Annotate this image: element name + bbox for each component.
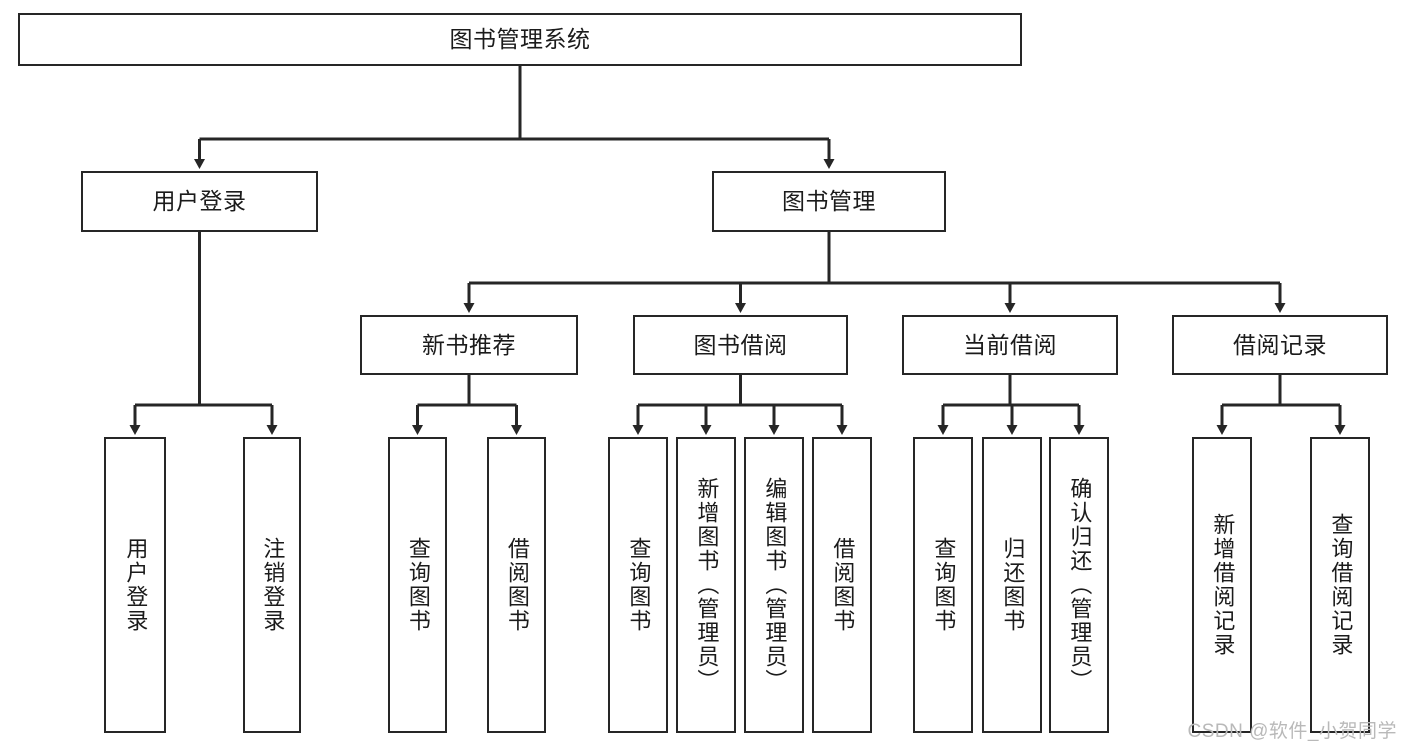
- node-borrow-record[interactable]: 借阅记录: [1172, 315, 1388, 375]
- node-leaf-edit-book-admin[interactable]: 编辑图书（管理员）: [744, 437, 804, 733]
- node-leaf-query-borrow-record[interactable]: 查询借阅记录: [1310, 437, 1370, 733]
- node-user-login[interactable]: 用户登录: [81, 171, 318, 232]
- node-leaf-confirm-return-admin[interactable]: 确认归还（管理员）: [1049, 437, 1109, 733]
- node-label: 当前借阅: [963, 331, 1057, 358]
- node-leaf-query-book-borrow[interactable]: 查询图书: [608, 437, 668, 733]
- node-label: 新书推荐: [422, 331, 516, 358]
- node-label: 图书借阅: [693, 331, 788, 358]
- node-leaf-borrow-book[interactable]: 借阅图书: [812, 437, 872, 733]
- node-label: 用户登录: [123, 537, 149, 633]
- node-leaf-query-book-cur[interactable]: 查询图书: [913, 437, 973, 733]
- node-leaf-add-borrow-record[interactable]: 新增借阅记录: [1192, 437, 1252, 733]
- node-book-borrow[interactable]: 图书借阅: [633, 315, 848, 375]
- node-label: 新增图书（管理员）: [694, 477, 720, 693]
- node-label: 借阅图书: [830, 537, 856, 633]
- node-label: 确认归还（管理员）: [1067, 477, 1093, 693]
- node-label: 编辑图书（管理员）: [762, 477, 788, 693]
- node-label: 图书管理系统: [449, 26, 591, 53]
- node-label: 查询图书: [931, 537, 957, 633]
- node-label: 新增借阅记录: [1210, 513, 1236, 657]
- node-label: 注销登录: [260, 537, 286, 633]
- node-leaf-add-book-admin[interactable]: 新增图书（管理员）: [676, 437, 736, 733]
- node-new-book-rec[interactable]: 新书推荐: [360, 315, 578, 375]
- node-book-manage[interactable]: 图书管理: [712, 171, 946, 232]
- node-leaf-user-login[interactable]: 用户登录: [104, 437, 166, 733]
- node-current-borrow[interactable]: 当前借阅: [902, 315, 1118, 375]
- node-leaf-query-book-rec[interactable]: 查询图书: [388, 437, 447, 733]
- node-label: 查询借阅记录: [1328, 513, 1354, 657]
- node-leaf-borrow-book-rec[interactable]: 借阅图书: [487, 437, 546, 733]
- node-label: 图书管理: [782, 188, 876, 215]
- node-leaf-user-logout[interactable]: 注销登录: [243, 437, 301, 733]
- node-label: 查询图书: [405, 537, 431, 633]
- node-root[interactable]: 图书管理系统: [18, 13, 1022, 66]
- node-leaf-return-book[interactable]: 归还图书: [982, 437, 1042, 733]
- node-label: 用户登录: [152, 188, 247, 215]
- node-label: 借阅记录: [1233, 331, 1327, 358]
- node-label: 借阅图书: [504, 537, 530, 633]
- node-label: 查询图书: [626, 537, 652, 633]
- node-label: 归还图书: [1000, 537, 1026, 633]
